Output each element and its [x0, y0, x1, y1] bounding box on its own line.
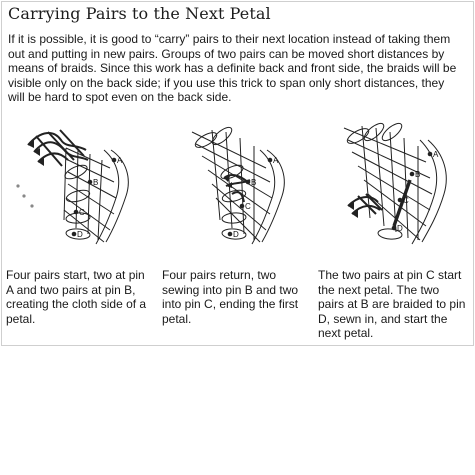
pin-label-d: D	[77, 230, 83, 239]
pin-label-a: A	[433, 150, 439, 159]
instruction-card: Carrying Pairs to the Next Petal If it i…	[1, 1, 474, 346]
intro-paragraph: If it is possible, it is good to “carry”…	[8, 32, 457, 105]
pin-label-b: B	[251, 178, 256, 187]
pin-label-b: B	[415, 170, 420, 179]
pin-label-c: C	[245, 202, 251, 211]
figure-1-diagram: A B C D	[6, 110, 156, 260]
figure-2-diagram: A B C D	[162, 110, 312, 260]
pin-label-c: C	[79, 208, 85, 217]
figure-3-svg: A B C D	[343, 122, 447, 245]
pin-label-a: A	[117, 156, 123, 165]
pin-label-d: D	[397, 224, 403, 233]
pin-label-c: C	[403, 196, 409, 205]
pin-label-d: D	[233, 230, 239, 239]
figure-1-svg: A B C D	[16, 129, 129, 245]
pin-label-b: B	[93, 178, 98, 187]
figure-3-caption: The two pairs at pin C start the next pe…	[318, 268, 466, 341]
pin-label-a: A	[273, 156, 279, 165]
page-title: Carrying Pairs to the Next Petal	[8, 4, 271, 23]
figure-3-diagram: A B C D	[318, 110, 468, 260]
figure-2-svg: A B C D	[191, 126, 285, 245]
figure-1-caption: Four pairs start, two at pin A and two p…	[6, 268, 147, 326]
figure-2-caption: Four pairs return, two sewing into pin B…	[162, 268, 299, 326]
